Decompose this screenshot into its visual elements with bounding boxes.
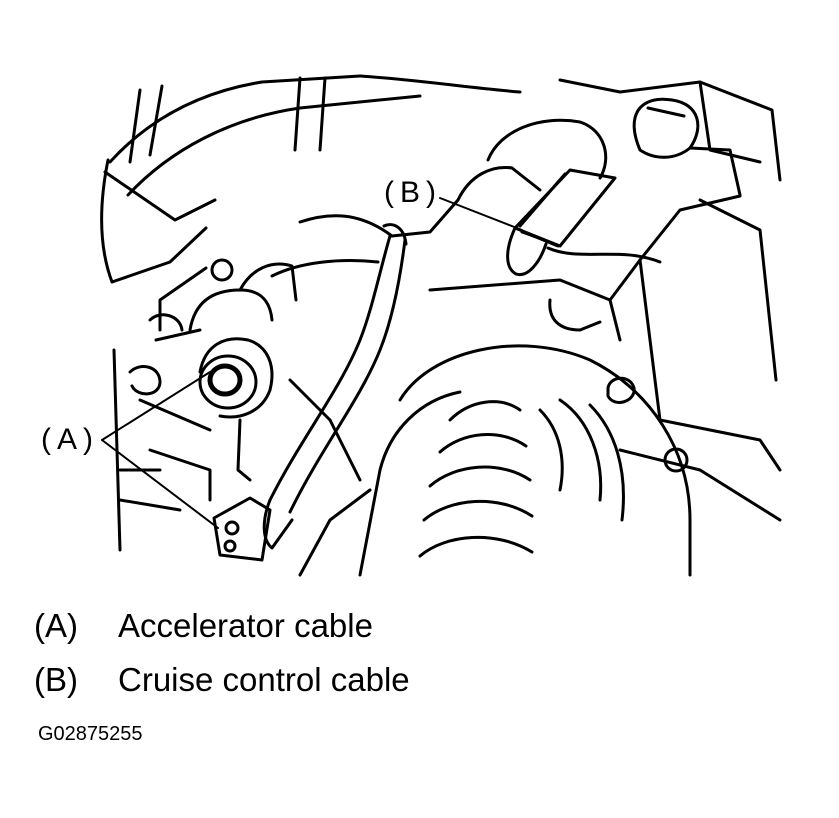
intake-hose (270, 118, 608, 278)
leader-b (439, 197, 523, 231)
legend-label: Cruise control cable (118, 661, 410, 698)
callout-label-b: (B) (384, 176, 442, 209)
engine-bay-line-drawing (100, 74, 782, 577)
throttle-body (112, 258, 298, 552)
legend-item-b: (B) Cruise control cable (34, 663, 410, 696)
engine-bracket (428, 194, 782, 522)
accelerator-cable (212, 223, 408, 562)
callout-leaders (101, 197, 523, 529)
cruise-control-actuator (506, 168, 662, 277)
leader-a-upper (101, 371, 211, 441)
figure-id: G02875255 (38, 723, 143, 745)
callout-label-a: (A) (41, 423, 99, 456)
upper-hoses (100, 74, 522, 284)
leader-a-lower (101, 439, 219, 529)
alternator (288, 344, 692, 577)
legend-key: (A) (34, 607, 78, 644)
legend-key: (B) (34, 661, 78, 698)
legend-label: Accelerator cable (118, 607, 373, 644)
legend-item-a: (A) Accelerator cable (34, 609, 373, 642)
upper-right-components (558, 78, 782, 197)
